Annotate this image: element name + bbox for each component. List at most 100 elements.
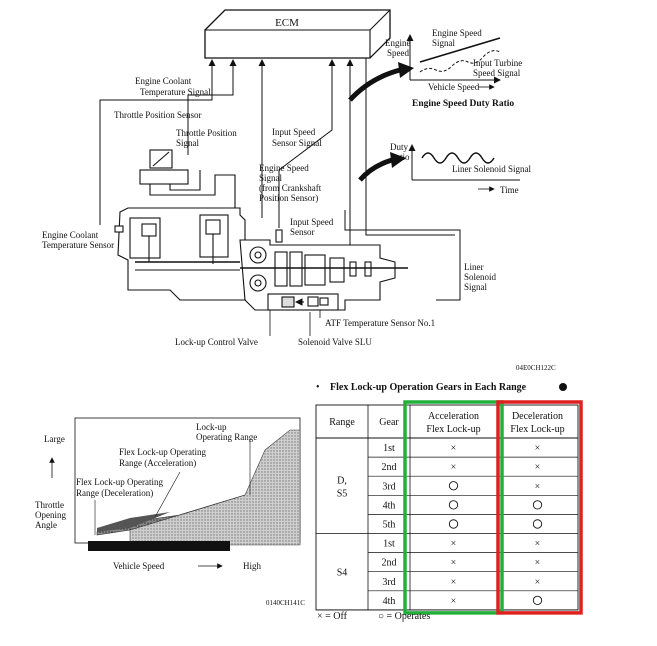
lockup-valve-label: Lock-up Control Valve xyxy=(175,337,258,347)
lockup-range-label: Lock-up xyxy=(196,422,227,432)
atf-sensor-label: ATF Temperature Sensor No.1 xyxy=(325,318,435,328)
gear-cell: 4th xyxy=(383,500,396,511)
throttle-signal-label: Throttle Position Signal xyxy=(176,128,237,148)
operates-mark xyxy=(532,519,543,529)
signal-wires xyxy=(99,58,461,301)
svg-text:Speed: Speed xyxy=(387,48,409,58)
gear-cell: 3rd xyxy=(382,577,395,588)
gear-cell: 1st xyxy=(383,539,395,550)
header-decel-line2: Flex Lock-up xyxy=(510,424,564,435)
graph1-engine-speed-signal: Engine Speed xyxy=(432,28,482,38)
gear-table: • Flex Lock-up Operation Gears in Each R… xyxy=(315,382,583,622)
ecm-label: ECM xyxy=(275,17,299,29)
svg-text:Throttle Position: Throttle Position xyxy=(176,128,237,138)
svg-text:Sensor: Sensor xyxy=(290,227,315,237)
svg-text:Temperature Sensor: Temperature Sensor xyxy=(42,240,114,250)
off-mark: × xyxy=(451,596,457,607)
solenoid-valve-label: Solenoid Valve SLU xyxy=(298,337,372,347)
svg-text:Range (Acceleration): Range (Acceleration) xyxy=(119,458,196,468)
header-range: Range xyxy=(329,417,355,428)
figure-code-bottom: 0140CH141C xyxy=(266,599,305,607)
decel-highlight-box xyxy=(496,400,583,615)
input-speed-signal-label: Input Speed Sensor Signal xyxy=(272,127,322,148)
svg-text:Engine Speed: Engine Speed xyxy=(259,163,309,173)
table-title: Flex Lock-up Operation Gears in Each Ran… xyxy=(330,382,527,393)
graph1-turbine-signal: Input Turbine xyxy=(473,58,522,68)
coolant-sensor-label: Engine Coolant Temperature Sensor xyxy=(42,230,114,250)
range-cell: S5 xyxy=(337,488,348,499)
engine-transmission-illustration xyxy=(114,149,408,311)
gear-cell: 3rd xyxy=(382,481,395,492)
operates-mark xyxy=(532,595,543,605)
graph1-title: Engine Speed Duty Ratio xyxy=(412,99,514,109)
legend-operates: ○ = Operates xyxy=(378,611,430,622)
svg-text:Angle: Angle xyxy=(35,520,57,530)
off-mark: × xyxy=(535,577,541,588)
accel-range-label: Flex Lock-up Operating xyxy=(119,447,206,457)
liner-solenoid-graph: Duty Ratio Liner Solenoid Signal Time xyxy=(390,142,531,195)
gear-cell: 2nd xyxy=(382,462,397,473)
svg-text:Operating Range: Operating Range xyxy=(196,432,257,442)
svg-text:Solenoid: Solenoid xyxy=(464,272,497,282)
decel-range-label: Flex Lock-up Operating xyxy=(76,477,163,487)
svg-text:Input Speed: Input Speed xyxy=(290,217,334,227)
off-mark: × xyxy=(535,539,541,550)
svg-text:Signal: Signal xyxy=(176,138,200,148)
engine-speed-signal-label: Engine Speed Signal (from Crankshaft Pos… xyxy=(259,163,322,203)
svg-text:Engine Coolant: Engine Coolant xyxy=(135,76,192,86)
header-accel: Acceleration xyxy=(428,411,479,422)
graph2-signal-label: Liner Solenoid Signal xyxy=(452,164,531,174)
off-mark: × xyxy=(451,443,457,454)
svg-text:Signal: Signal xyxy=(464,282,488,292)
operates-mark xyxy=(448,500,459,510)
graph1-x-label: Vehicle Speed xyxy=(428,82,480,92)
off-mark: × xyxy=(451,539,457,550)
svg-text:(from Crankshaft: (from Crankshaft xyxy=(259,183,322,193)
gear-cell: 1st xyxy=(383,443,395,454)
range-x-label: Vehicle Speed xyxy=(113,561,165,571)
off-mark: × xyxy=(451,558,457,569)
curved-arrows xyxy=(348,62,414,182)
table-bullet: • xyxy=(316,382,320,393)
operating-range-diagram: Large Lock-up Operating Range Flex Lock-… xyxy=(35,417,305,607)
graph2-y-label: Duty xyxy=(390,142,409,152)
header-gear: Gear xyxy=(379,417,399,428)
range-x-high: High xyxy=(243,561,262,571)
svg-text:Signal: Signal xyxy=(432,38,456,48)
svg-text:Liner: Liner xyxy=(464,262,484,272)
off-mark: × xyxy=(451,577,457,588)
gear-cell: 5th xyxy=(383,519,396,530)
liner-solenoid-signal-label: Liner Solenoid Signal xyxy=(464,262,497,292)
gear-cell: 4th xyxy=(383,596,396,607)
off-mark: × xyxy=(535,558,541,569)
operates-mark xyxy=(448,481,459,491)
throttle-sensor-label: Throttle Position Sensor xyxy=(114,110,202,120)
gear-cell: 2nd xyxy=(382,558,397,569)
throttle-axis-label: Throttle xyxy=(35,500,64,510)
header-accel-line2: Flex Lock-up xyxy=(426,424,480,435)
svg-text:Temperature Signal: Temperature Signal xyxy=(140,87,211,97)
coolant-signal-label: Engine Coolant Temperature Signal xyxy=(135,76,211,97)
engine-speed-graph: Engine Speed Engine Speed Signal Input T… xyxy=(385,28,522,109)
range-cell: S4 xyxy=(337,568,348,579)
graph1-y-label: Engine xyxy=(385,38,411,48)
header-decel: Deceleration xyxy=(512,411,563,422)
svg-text:Speed Signal: Speed Signal xyxy=(473,68,521,78)
off-mark: × xyxy=(535,481,541,492)
accel-highlight-box xyxy=(403,400,504,615)
table-title-dot xyxy=(559,383,567,391)
legend-off: × = Off xyxy=(317,611,348,622)
off-mark: × xyxy=(451,462,457,473)
svg-text:Range (Deceleration): Range (Deceleration) xyxy=(76,488,153,498)
off-mark: × xyxy=(535,443,541,454)
svg-text:Sensor Signal: Sensor Signal xyxy=(272,138,322,148)
operates-mark xyxy=(532,500,543,510)
svg-text:Ratio: Ratio xyxy=(390,152,410,162)
svg-text:Input Speed: Input Speed xyxy=(272,127,316,137)
graph2-x-label: Time xyxy=(500,185,519,195)
operates-mark xyxy=(448,519,459,529)
input-speed-sensor-label: Input Speed Sensor xyxy=(290,217,334,237)
ecm-box: ECM xyxy=(204,9,391,59)
